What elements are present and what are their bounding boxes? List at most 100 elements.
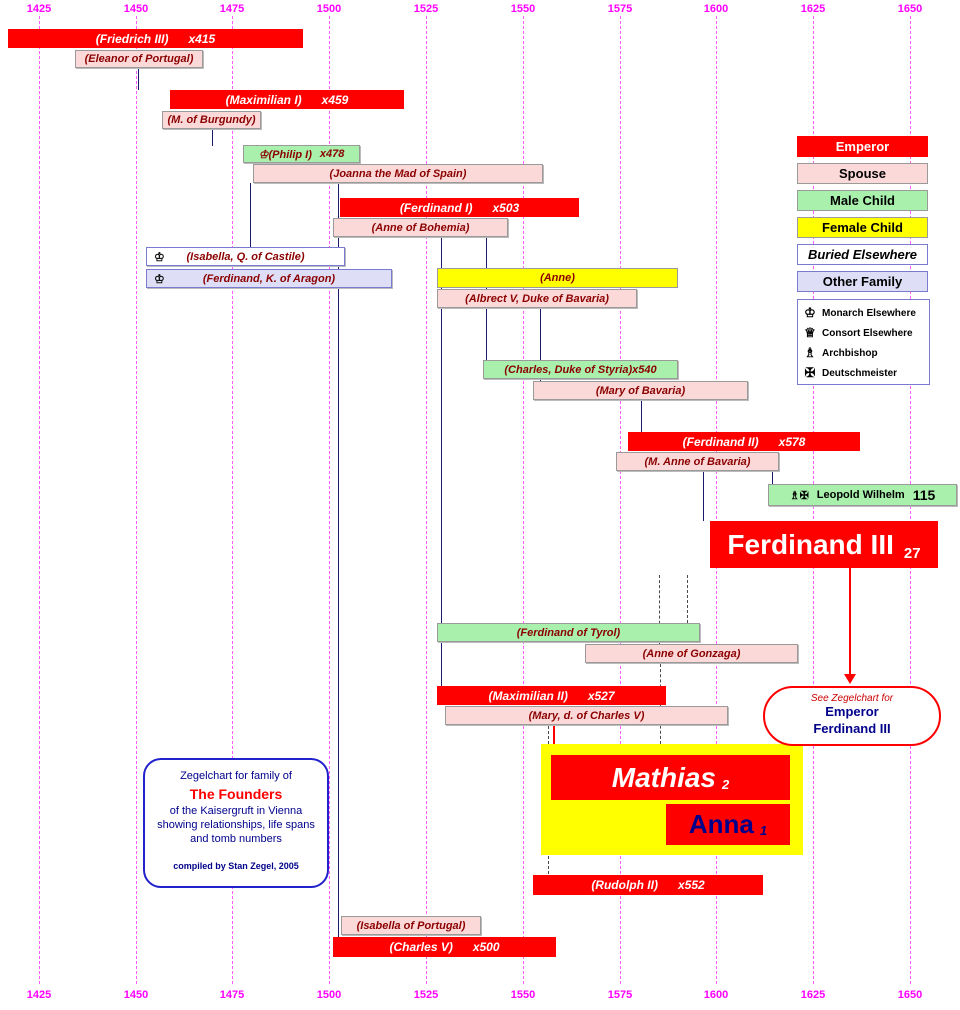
person-name: Anna	[688, 809, 754, 839]
person-name: Ferdinand III	[727, 528, 894, 560]
year-label-top: 1575	[607, 3, 633, 15]
chart-title: The Founders	[189, 785, 283, 802]
connector-line	[772, 471, 773, 484]
bar-eleanor-of-portugal: (Eleanor of Portugal)	[75, 50, 203, 68]
connector-line	[441, 237, 442, 686]
person-name: (Mary of Bavaria)	[595, 384, 686, 397]
person-name: (Charles, Duke of Styria)x540	[504, 363, 657, 376]
arrow-line	[849, 568, 851, 676]
bar-ferdinand-i: (Ferdinand I) x503	[340, 198, 579, 217]
connector-dashed	[687, 575, 688, 623]
year-label-bottom: 1525	[413, 989, 439, 1001]
person-name: (Isabella of Portugal)	[356, 919, 466, 932]
legend-symbol-label: Monarch Elsewhere	[822, 307, 916, 319]
year-label-bottom: 1450	[123, 989, 149, 1001]
see-also-emperor: Emperor	[825, 704, 879, 719]
year-label-bottom: 1575	[607, 989, 633, 1001]
legend-symbol-label: Deutschmeister	[822, 367, 898, 379]
bar-isabella-of-castile: ♔ (Isabella, Q. of Castile)	[146, 247, 345, 266]
see-zegelchart-link[interactable]: See Zegelchart for Emperor Ferdinand III	[763, 686, 941, 746]
person-name: Mathias	[611, 761, 716, 793]
person-name: (Isabella, Q. of Castile)	[186, 250, 305, 263]
person-name: (Maximilian I)	[225, 92, 302, 107]
bar-rudolph-ii: (Rudolph II) x552	[533, 875, 763, 895]
info-line: and tomb numbers	[190, 832, 282, 845]
bar-friedrich-iii: (Friedrich III) x415	[8, 29, 303, 48]
person-name: (Eleanor of Portugal)	[84, 53, 194, 65]
year-label-top: 1625	[800, 3, 826, 15]
person-number: x478	[319, 148, 345, 160]
gridline-1475	[232, 16, 233, 984]
person-name: ♔(Philip I)	[258, 148, 312, 161]
person-number: x459	[321, 92, 349, 107]
person-number: x500	[472, 940, 500, 954]
person-number: x578	[778, 434, 806, 449]
bar-maximilian-i: (Maximilian I) x459	[170, 90, 404, 109]
person-name: Leopold Wilhelm	[816, 489, 905, 501]
year-label-top: 1475	[219, 3, 245, 15]
bar-charles-v: (Charles V) x500	[333, 937, 556, 957]
bar-mary-of-bavaria: (Mary of Bavaria)	[533, 381, 748, 400]
gridline-1500	[329, 16, 330, 984]
archbishop-deutschmeister-icons: ♗✠	[789, 489, 809, 502]
arrow-head-icon	[844, 674, 856, 684]
person-name: (Anne)	[540, 272, 575, 284]
legend-symbol-label: Consort Elsewhere	[822, 327, 913, 339]
connector-dashed	[659, 575, 660, 644]
bar-ferdinand-of-tyrol: (Ferdinand of Tyrol)	[437, 623, 700, 642]
tomb-number: 2	[722, 777, 730, 792]
person-name: (Ferdinand II)	[682, 434, 759, 449]
person-name: (M. of Burgundy)	[167, 114, 256, 126]
legend-spouse: Spouse	[797, 163, 928, 184]
legend-symbol-label: Archbishop	[822, 347, 878, 359]
person-name: (Joanna the Mad of Spain)	[329, 167, 467, 180]
gridline-1600	[716, 16, 717, 984]
bar-anne-of-gonzaga: (Anne of Gonzaga)	[585, 644, 798, 663]
year-label-top: 1600	[703, 3, 729, 15]
person-number: x552	[677, 878, 705, 892]
legend-emperor: Emperor	[797, 136, 928, 157]
year-label-top: 1425	[26, 3, 52, 15]
year-label-top: 1500	[316, 3, 342, 15]
deutschmeister-cross-icon: ✠	[804, 365, 816, 380]
legend-consort-elsewhere: ♕ Consort Elsewhere	[803, 323, 924, 343]
connector-line	[540, 308, 541, 381]
person-number: x527	[587, 688, 615, 703]
bar-mathias: Mathias 2	[551, 755, 790, 800]
person-name: (Charles V)	[389, 940, 453, 954]
see-also-name: Ferdinand III	[813, 720, 891, 736]
person-name: (Rudolph II)	[591, 878, 658, 892]
gridline-1575	[620, 16, 621, 984]
info-line: showing relationships, life spans	[157, 819, 315, 831]
year-label-bottom: 1425	[26, 989, 52, 1001]
connector-line	[641, 400, 642, 432]
bar-anna: Anna 1	[666, 804, 790, 845]
connector-line	[703, 471, 704, 521]
bar-isabella-of-portugal: (Isabella of Portugal)	[341, 916, 481, 935]
bar-joanna-the-mad: (Joanna the Mad of Spain)	[253, 164, 543, 183]
crown-icon: ♔	[804, 305, 816, 320]
info-line: Zegelchart for family of	[180, 770, 292, 782]
bar-m-anne-of-bavaria: (M. Anne of Bavaria)	[616, 452, 779, 471]
connector-line	[138, 68, 139, 90]
person-name: (Maximilian II)	[488, 688, 568, 703]
bar-philip-i: ♔(Philip I) x478	[243, 145, 360, 163]
year-label-top: 1650	[897, 3, 923, 15]
see-also-caption: See Zegelchart for	[810, 693, 894, 704]
archbishop-icon: ♗	[804, 345, 816, 360]
legend-female-child: Female Child	[797, 217, 928, 238]
person-name: (Friedrich III)	[95, 31, 169, 46]
legend-other-family: Other Family	[797, 271, 928, 292]
tomb-number: 27	[903, 545, 921, 562]
chart-info-box: Zegelchart for family of The Founders of…	[143, 758, 329, 888]
gridline-1525	[426, 16, 427, 984]
credit-line: compiled by Stan Zegel, 2005	[173, 860, 299, 871]
year-label-bottom: 1475	[219, 989, 245, 1001]
year-label-top: 1525	[413, 3, 439, 15]
year-label-bottom: 1650	[897, 989, 923, 1001]
bar-anne-of-bohemia: (Anne of Bohemia)	[333, 218, 508, 237]
gridline-1425	[39, 16, 40, 984]
gridline-1550	[523, 16, 524, 984]
legend-monarch-elsewhere: ♔ Monarch Elsewhere	[803, 303, 924, 323]
